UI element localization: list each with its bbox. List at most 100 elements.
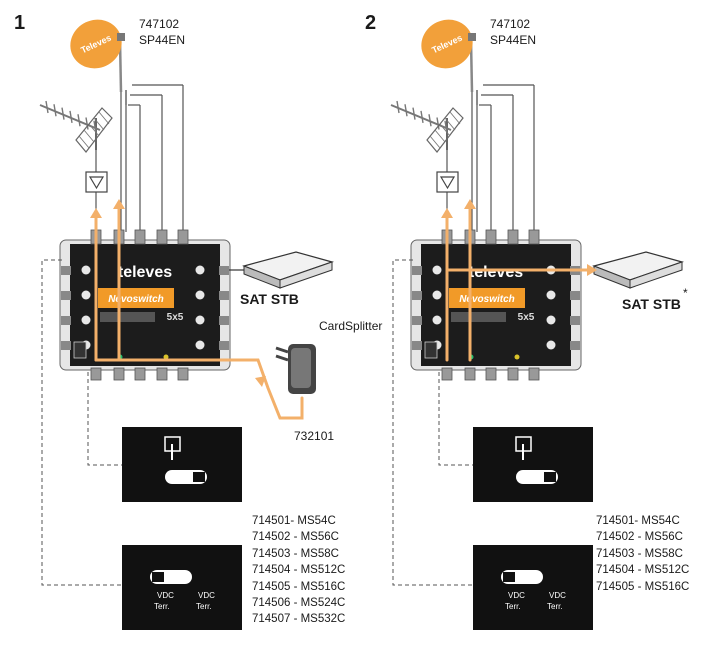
amp-triangle: [88, 176, 105, 190]
port-dot: [195, 290, 205, 300]
lever-knob: [152, 572, 164, 582]
output-port-left: [412, 291, 422, 300]
switch-model-plate: [449, 288, 525, 308]
dashed-line: [87, 372, 122, 466]
model-item: 714502 - MS56C: [252, 531, 339, 544]
output-port-right: [570, 291, 580, 300]
switch-setting-panel-lower: VDC Terr. VDC Terr.: [473, 545, 593, 630]
signal-arrowhead: [464, 199, 476, 209]
port-dot: [81, 265, 91, 275]
output-port-right: [219, 266, 229, 275]
lnb-cables: [446, 84, 535, 232]
panel-1-dish-model: SP44EN: [139, 33, 186, 47]
term-label: Terr.: [196, 602, 212, 611]
switch-size: 5x5: [518, 312, 535, 323]
amplifier-triangle-icon: [85, 171, 108, 193]
power-cable: [94, 358, 304, 420]
output-port-left: [61, 341, 71, 350]
model-item: 714505 - MS516C: [596, 580, 690, 593]
output-port-right: [219, 341, 229, 350]
amplifier-triangle-icon: [436, 171, 459, 193]
bottom-connector: [485, 367, 497, 381]
set-top-box-icon: [580, 251, 685, 289]
reflector-rod: [88, 123, 100, 137]
switch-brand: televes: [118, 264, 172, 281]
switch-setting-panel-upper: [122, 427, 242, 502]
reflector-rod: [439, 123, 451, 137]
top-connector: [156, 229, 168, 245]
set-top-box-icon: [229, 251, 335, 289]
dashed-line: [41, 259, 122, 586]
setting-panel: [473, 545, 593, 630]
panel-1-model-list: 714501- MS54C 714502 - MS56C 714503 - MS…: [252, 513, 345, 628]
bottom-connector: [113, 367, 125, 381]
antenna-element: [396, 100, 400, 114]
signal-arrowhead: [441, 208, 453, 218]
reflector-rod: [444, 117, 456, 131]
antenna-reflector: [426, 107, 464, 153]
panel-1-stb-label: SAT STB: [240, 291, 299, 307]
setting-panel: [122, 427, 242, 502]
lnb: [468, 33, 476, 41]
term-label: Terr.: [505, 602, 521, 611]
panel-2-model-list: 714501- MS54C 714502 - MS56C 714503 - MS…: [596, 513, 689, 595]
model-item: 714504 - MS512C: [252, 564, 346, 577]
panel-1-number: 1: [14, 12, 26, 34]
setting-panel: [473, 427, 593, 502]
terrestrial-antenna-icon: [39, 100, 113, 153]
term-label: VDC: [549, 591, 566, 600]
dashed-wiring: [392, 259, 473, 586]
term-label: VDC: [508, 591, 525, 600]
output-port-left: [412, 316, 422, 325]
switch-size: 5x5: [167, 312, 184, 323]
stb-side: [629, 261, 683, 289]
output-port-right: [219, 291, 229, 300]
model-item: 714501- MS54C: [596, 515, 680, 527]
term-label: Terr.: [154, 602, 170, 611]
panel-2-dish-code: 747102: [490, 17, 531, 31]
signal-arrowhead: [90, 208, 102, 218]
term-label: Terr.: [547, 602, 563, 611]
top-connector: [485, 229, 497, 245]
output-port-left: [61, 266, 71, 275]
antenna-element: [436, 117, 440, 130]
antenna-element: [61, 107, 65, 120]
lever-knob: [193, 472, 205, 482]
output-port-right: [570, 316, 580, 325]
panel-2-number: 2: [365, 12, 377, 34]
model-item: 714503 - MS58C: [596, 547, 683, 560]
stb-asterisk: *: [683, 286, 688, 300]
output-port-left: [61, 316, 71, 325]
antenna-element: [444, 120, 448, 133]
lever-knob: [503, 572, 515, 582]
reflector-rod: [449, 111, 461, 125]
antenna-element: [428, 114, 432, 127]
model-item: 714506 - MS524C: [252, 597, 346, 610]
top-connector: [507, 229, 519, 245]
switch-model: Nevoswitch: [459, 294, 515, 305]
output-port-left: [61, 291, 71, 300]
port-dot: [195, 315, 205, 325]
output-port-right: [570, 341, 580, 350]
antenna-element: [85, 117, 89, 130]
dish-reflector: [421, 19, 473, 69]
reflector-rod: [434, 129, 446, 143]
panel-1-drawing: TelevestelevesNevoswitch5x5VDCTerr.VDCTe…: [39, 19, 335, 630]
dish-icon: Televes: [421, 19, 476, 93]
power-adapter-icon: [275, 344, 316, 394]
lever-knob: [544, 472, 556, 482]
switch-model-plate: [98, 288, 174, 308]
antenna-element: [93, 120, 97, 133]
terrestrial-antenna-icon: [390, 100, 464, 153]
bottom-connector: [507, 367, 519, 381]
model-item: 714504 - MS512C: [596, 564, 690, 577]
bottom-connector: [177, 367, 189, 381]
stb-side: [279, 261, 333, 289]
port-dot: [546, 315, 556, 325]
dashed-line: [438, 372, 473, 466]
port-dot: [81, 290, 91, 300]
bottom-connector: [464, 367, 476, 381]
